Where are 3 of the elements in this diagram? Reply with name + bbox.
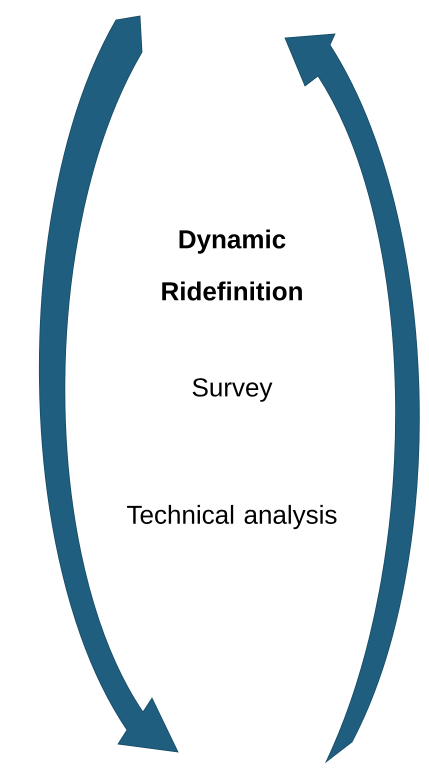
label-text: Technical analysis: [127, 504, 336, 530]
label-text: Survey: [192, 378, 272, 402]
title: Dynamic Ridefinition: [162, 229, 302, 301]
